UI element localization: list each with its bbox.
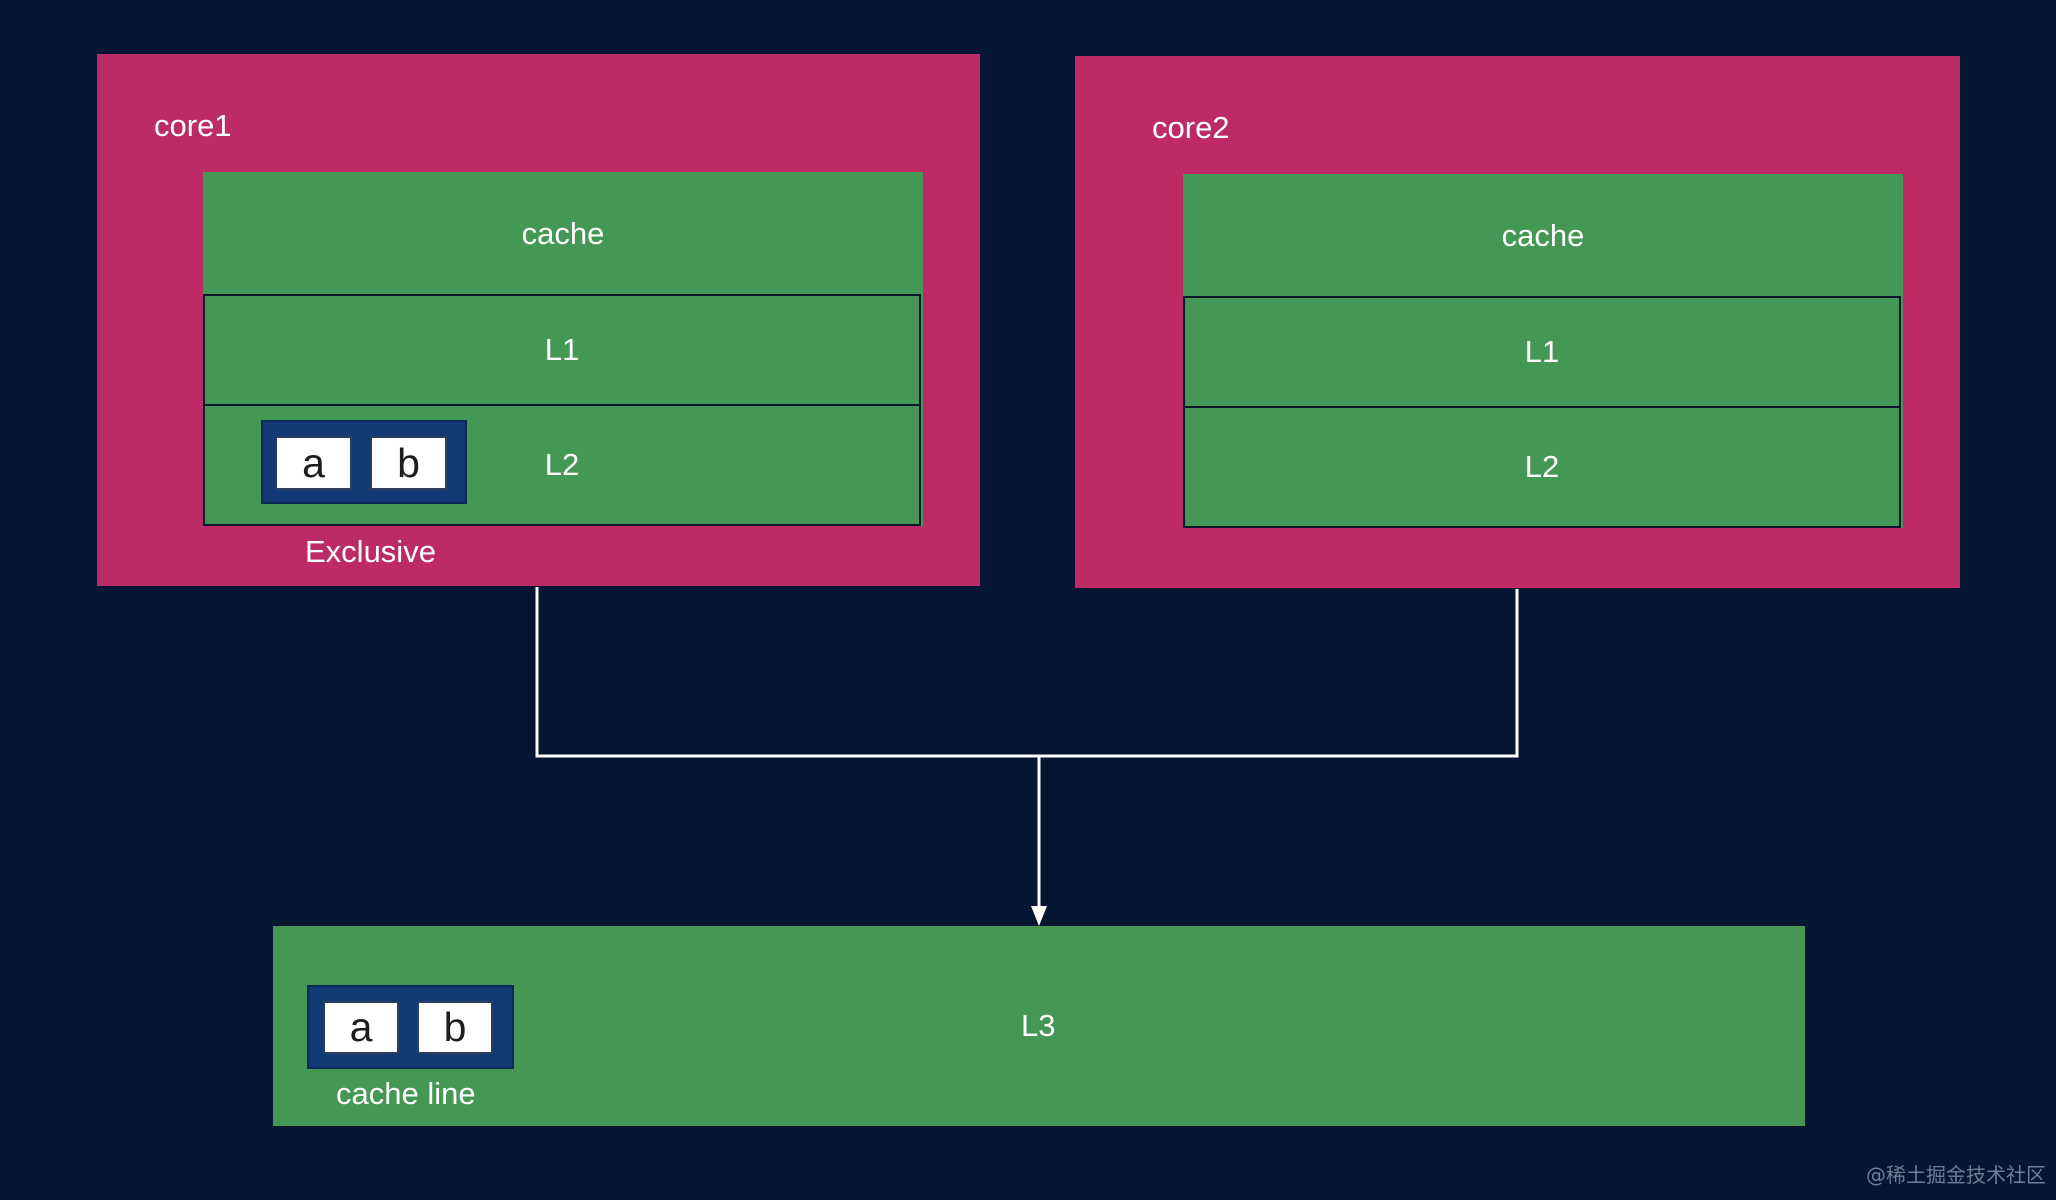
core1-l2-cache: L2 (203, 404, 921, 526)
l3-cache-line-caption: cache line (336, 1076, 476, 1111)
core1-label: core1 (154, 108, 232, 143)
l3-cache-line-cell-a: a (323, 1001, 399, 1054)
core2-label: core2 (1152, 110, 1230, 145)
core1-exclusive-state-label: Exclusive (305, 534, 436, 569)
core1-block: core1 cache L1 L2 a b Exclusive (97, 54, 980, 586)
l3-cache-line-cell-b: b (417, 1001, 493, 1054)
core1-l1-label: L1 (544, 332, 580, 367)
watermark: @稀土掘金技术社区 (1866, 1163, 2046, 1187)
core2-cache-label: cache (1501, 217, 1585, 253)
core1-l2-cache-line: a b (261, 420, 467, 504)
l3-cache: L3 a b cache line (273, 926, 1805, 1126)
l3-label: L3 (1021, 1008, 1056, 1043)
core2-l2-label: L2 (1524, 449, 1560, 484)
core1-connector-line (535, 587, 1039, 758)
l3-arrowhead-icon (1031, 906, 1047, 926)
core1-cache-label: cache (521, 215, 605, 251)
core1-cache-line-cell-b: b (370, 436, 447, 490)
core1-cache-line-cell-a: a (275, 436, 352, 490)
core2-connector-line (1039, 589, 1519, 758)
core1-l2-label: L2 (544, 447, 580, 482)
core2-block: core2 cache L1 L2 (1075, 56, 1960, 588)
core2-cache-stack: cache L1 L2 (1183, 174, 1903, 528)
core2-l1-label: L1 (1524, 334, 1560, 369)
l3-cache-line: a b (307, 985, 514, 1069)
core2-l1-cache: L1 (1183, 296, 1901, 408)
core2-l2-cache: L2 (1183, 406, 1901, 528)
core1-l1-cache: L1 (203, 294, 921, 406)
